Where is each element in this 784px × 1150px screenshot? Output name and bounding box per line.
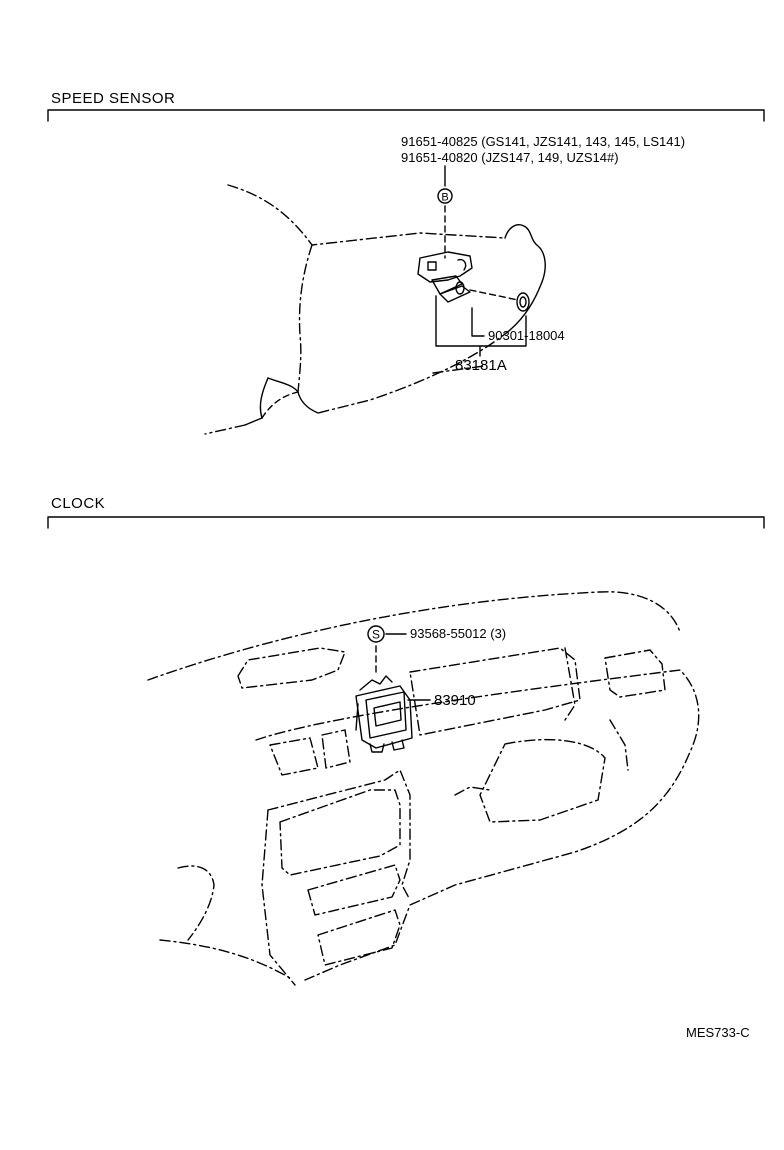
clock-leaders <box>375 633 431 701</box>
bolt-ref-label-2: 91651-40820 (JZS147, 149, UZS14#) <box>401 150 619 165</box>
speed-sensor-assembly-label: 83181A <box>455 357 507 374</box>
speed-sensor-title: SPEED SENSOR <box>51 90 176 107</box>
screw-marker-letter: S <box>372 628 380 642</box>
screw-marker-icon: S <box>367 625 385 643</box>
bolt-marker-letter: B <box>441 192 448 204</box>
clock-assembly-label: 83910 <box>434 692 476 709</box>
speed-sensor-frame <box>47 109 765 122</box>
o-ring-ref-label: 90301-18004 <box>488 328 565 343</box>
instrument-panel <box>147 591 700 986</box>
transmission-housing <box>204 184 546 435</box>
clock-unit <box>355 675 413 753</box>
bolt-ref-label-1: 91651-40825 (GS141, JZS141, 143, 145, LS… <box>401 134 686 149</box>
o-ring-part <box>516 292 530 312</box>
speed-sensor-leaders <box>435 165 527 357</box>
speed-sensor-part <box>417 205 519 303</box>
clock-title: CLOCK <box>51 495 106 512</box>
bolt-marker-icon: B <box>437 188 453 204</box>
drawing-code: MES733-C <box>686 1025 750 1040</box>
clock-frame <box>47 516 765 529</box>
screw-ref-label: 93568-55012 (3) <box>410 626 507 641</box>
